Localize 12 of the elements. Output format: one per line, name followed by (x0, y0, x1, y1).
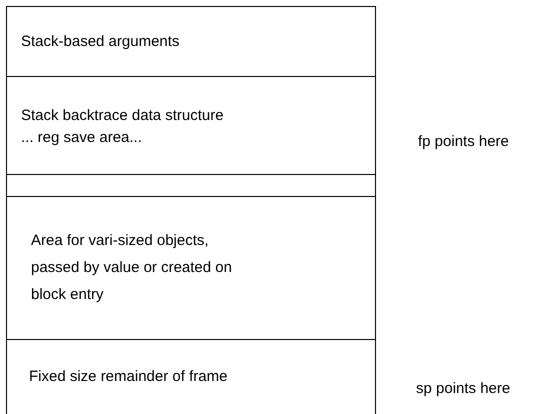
stack-frame-region (6, 196, 376, 340)
region-label: Stack-based arguments (21, 32, 180, 52)
region-label: Fixed size remainder of frame (29, 367, 228, 387)
pointer-note: sp points here (416, 380, 510, 397)
stack-frame-region (6, 339, 376, 414)
region-label: ... reg save area... (21, 128, 143, 148)
stack-frame-region (6, 6, 376, 77)
region-label: Stack backtrace data structure (21, 106, 225, 126)
region-label: Area for vari-sized objects, passed by value or created on block entry (31, 231, 233, 305)
stack-frame-region (6, 76, 376, 175)
empty-stack-region (6, 174, 376, 197)
pointer-note: fp points here (418, 133, 509, 150)
